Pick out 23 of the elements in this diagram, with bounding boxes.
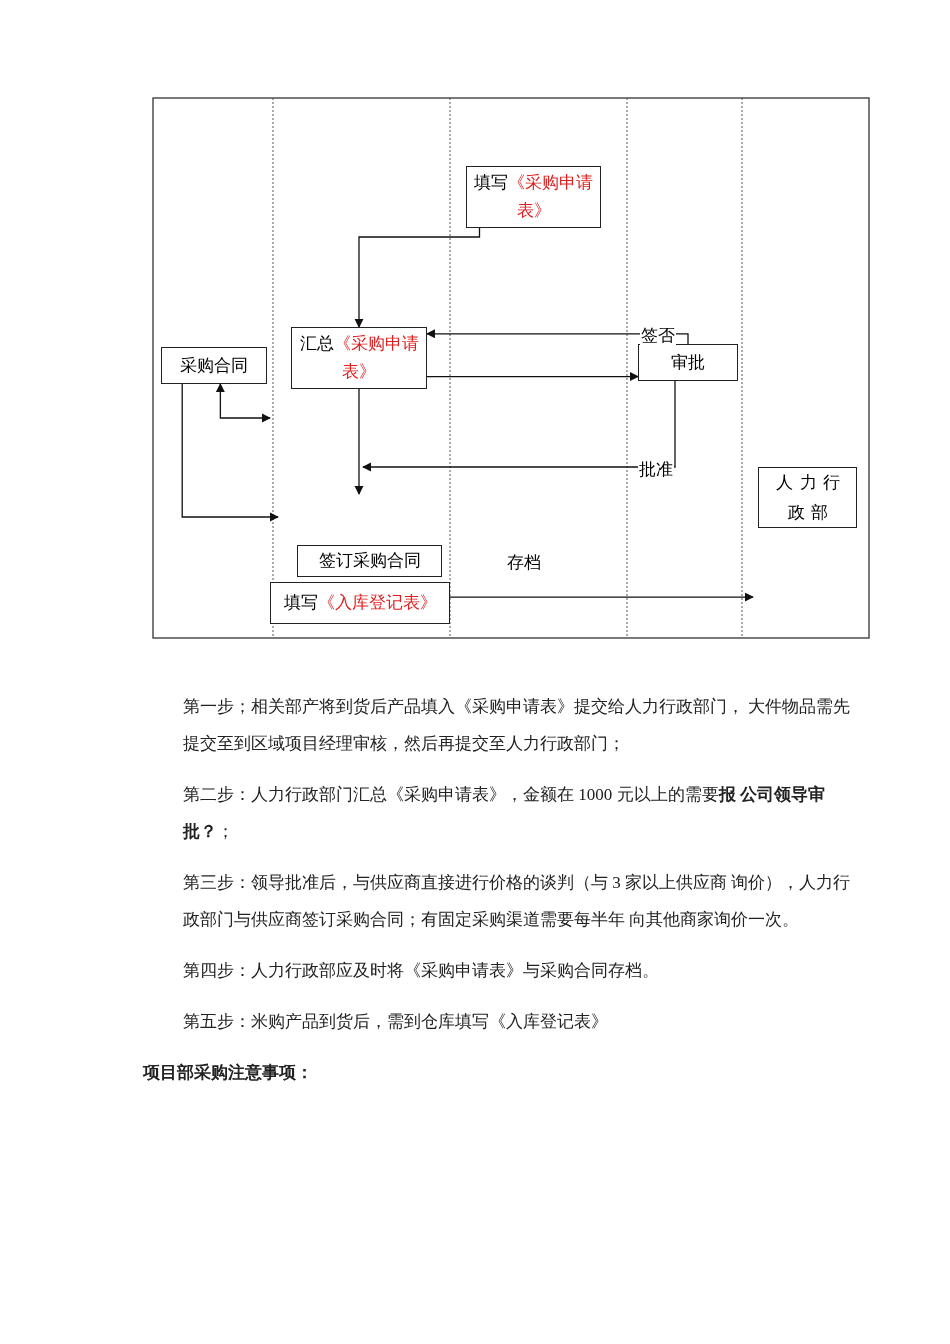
arrow [362,380,676,472]
process-box: 填写《入库登记表》 [270,582,450,624]
process-box: 汇总《采购申请表》 [291,327,427,389]
step-paragraph: 第四步：人力行政部应及时将《采购申请表》与采购合同存档。 [183,960,660,982]
section-heading: 项目部采购注意事项： [143,1062,314,1084]
document-box: 采购合同 [161,347,267,384]
step-paragraph: 第二步：人力行政部门汇总《采购申请表》，金额在 1000 元以上的需要报 公司领导审批？； [183,784,826,843]
arrow [354,388,364,495]
arrow [449,592,754,602]
arrow [426,372,639,382]
edge-label: 存档 [506,553,542,573]
department-box: 人力行政部 [758,467,857,528]
edge-label: 签否 [640,326,676,346]
arrow [215,383,271,423]
edge-label: 批准 [638,460,674,480]
arrow [181,383,279,522]
approval-box: 审批 [638,344,738,381]
process-box: 填写《采购申请表》 [466,166,601,228]
step-paragraph: 第五步：米购产品到货后，需到仓库填写《入库登记表》 [183,1011,609,1033]
step-paragraph: 第三步：领导批准后，与供应商直接进行价格的谈判（与 3 家以上供应商 询价），人力行政部门与供应商签订采购合同；有固定采购渠道需要每半年 向其他商家询价一次。 [183,872,852,931]
step-paragraph: 第一步；相关部产将到货后产品填入《采购申请表》提交给人力行政部门， 大件物品需先提交至到区域项目经理审核，然后再提交至人力行政部门； [183,696,852,755]
arrow [354,227,481,328]
process-box: 签订采购合同 [297,545,442,577]
